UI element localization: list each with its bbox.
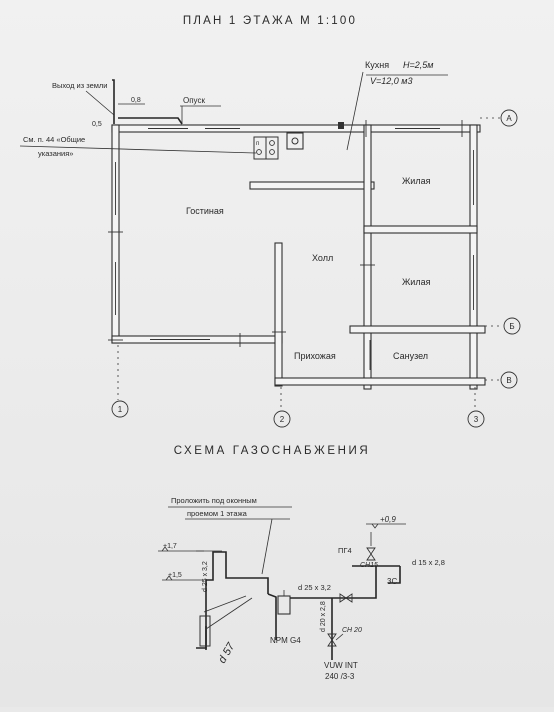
lay-note-line-1: Проложить под оконным <box>171 496 257 505</box>
wall-ticks <box>108 120 463 370</box>
axis-3-bubble <box>467 410 485 428</box>
axis-B-bubble <box>503 317 521 335</box>
stove-valve-label: СН15 <box>360 562 378 569</box>
axis-2-bubble <box>273 410 291 428</box>
room-entry: Прихожая <box>294 351 336 361</box>
room-living: Гостиная <box>186 206 224 216</box>
svg-text:А: А <box>506 114 512 123</box>
lay-note-line-2: проемом 1 этажа <box>187 509 248 518</box>
kitchen-stamp: Кухня H=2,5м V=12,0 м3 <box>346 60 448 151</box>
axis-1-bubble <box>111 400 129 418</box>
svg-text:V=12,0 м3: V=12,0 м3 <box>370 76 412 86</box>
pipe-15: d 15 x 2,8 <box>412 558 445 567</box>
axis-V-bubble <box>500 371 518 389</box>
wall-entry-top <box>349 325 486 334</box>
room-bathroom: Санузел <box>393 351 428 361</box>
wall-kitchen-right <box>363 124 372 390</box>
schema-title: СХЕМА ГАЗОСНАБЖЕНИЯ <box>174 445 371 457</box>
elev-15: +1,5 <box>168 572 182 579</box>
pipe-25-main: d 25 x 3,2 <box>298 583 331 592</box>
riser-sleeve <box>199 615 211 647</box>
svg-text:H=2,5м: H=2,5м <box>403 60 433 70</box>
zc-label: 3С <box>387 577 397 586</box>
svg-text:1: 1 <box>118 405 123 414</box>
floor-plan: п Гостиная Холл Жилая Жилая Прихожая Сан… <box>19 60 521 428</box>
svg-text:Б: Б <box>509 322 514 331</box>
top-left-annotations: Выход из земли 0,8 0,5 Опуск См. п. 44 «… <box>19 79 257 158</box>
plan-title: ПЛАН 1 ЭТАЖА М 1:100 <box>183 15 357 27</box>
elev-09: +0,9 <box>380 515 396 524</box>
note-line-2: указания» <box>38 149 73 158</box>
wall-bottom <box>274 377 486 386</box>
svg-text:п: п <box>256 141 259 147</box>
gas-scheme: Проложить под оконным проемом 1 этажа +1… <box>158 496 445 681</box>
boiler-line-1: VUW INT <box>324 661 358 670</box>
gas-riser-symbol <box>338 122 344 129</box>
room-bedroom-2: Жилая <box>402 277 431 287</box>
wall-kitchen-stub <box>249 181 375 190</box>
boiler-line-2: 240 /3-3 <box>325 672 355 681</box>
gas-meter <box>277 595 291 615</box>
axis-A-bubble <box>500 109 518 127</box>
sink-symbol <box>265 136 279 160</box>
boiler-symbol <box>286 132 304 150</box>
svg-text:В: В <box>506 376 511 385</box>
svg-text:Кухня: Кухня <box>365 60 389 70</box>
elev-17: +1,7 <box>163 543 177 550</box>
ground-exit-label: Выход из земли <box>52 81 108 90</box>
kitchen-equipment: п <box>253 122 344 160</box>
grid-axes: 1 2 3 А Б В <box>111 109 521 428</box>
note-line-1: См. п. 44 «Общие <box>23 135 85 144</box>
room-hall: Холл <box>312 253 333 263</box>
pipe-57: d 57 <box>216 640 238 665</box>
room-bedroom-1: Жилая <box>402 176 431 186</box>
valve-20: СН 20 <box>342 627 362 634</box>
meter-label: NPM G4 <box>270 636 301 645</box>
wall-bedrooms-divider <box>363 225 478 234</box>
wall-living-hall <box>274 242 283 387</box>
pipe-20: d 20 x 2,8 <box>320 601 327 632</box>
dim-05: 0,5 <box>92 121 102 128</box>
svg-text:2: 2 <box>280 415 285 424</box>
pipe-25-left: d 25 x 3,2 <box>202 561 209 592</box>
svg-text:3: 3 <box>474 415 479 424</box>
dim-08: 0,8 <box>131 97 141 104</box>
stove-label: ПГ4 <box>338 546 352 555</box>
descent-label: Опуск <box>183 96 205 105</box>
